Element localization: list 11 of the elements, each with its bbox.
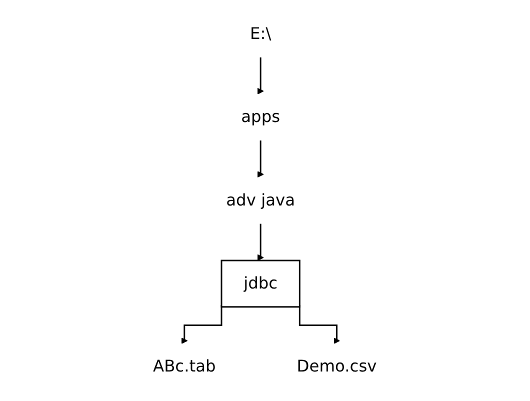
arrow bbox=[257, 224, 264, 261]
arrow bbox=[257, 57, 264, 94]
node-text: ABc.tab bbox=[153, 358, 216, 376]
arrow bbox=[257, 140, 264, 178]
arrow bbox=[181, 305, 222, 344]
node-box: jdbc bbox=[220, 260, 301, 308]
arrow bbox=[299, 305, 340, 344]
node-text: Demo.csv bbox=[296, 358, 377, 376]
node-text: E:\ bbox=[250, 24, 272, 44]
node-text: adv java bbox=[226, 191, 296, 210]
node-text: apps bbox=[241, 108, 280, 126]
